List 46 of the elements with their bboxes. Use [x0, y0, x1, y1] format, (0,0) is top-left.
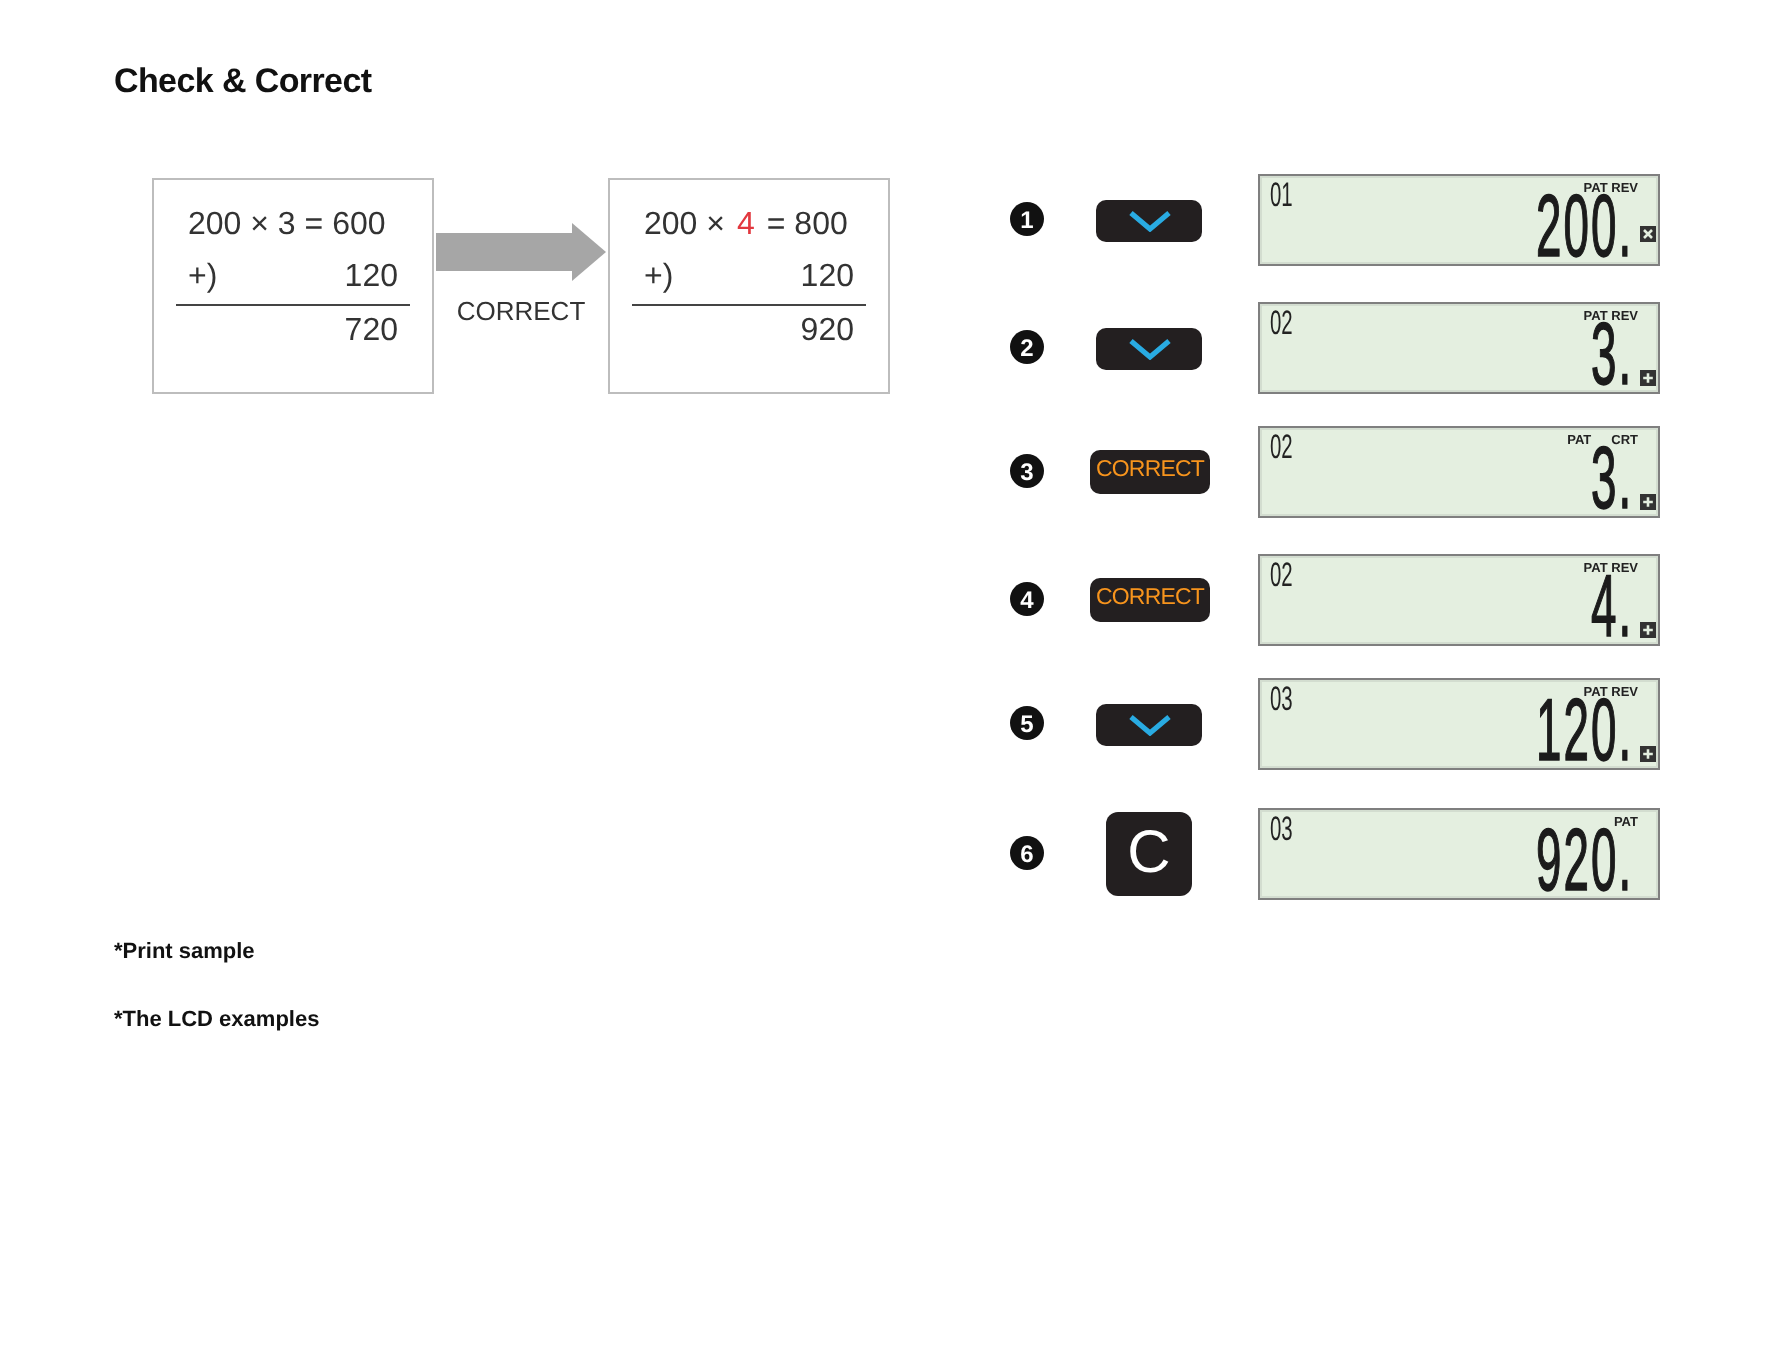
lcd-display: [1258, 426, 1660, 518]
lcd-display: [1258, 808, 1660, 900]
footnote: *The LCD examples: [114, 1006, 320, 1034]
lcd-counter: 02: [1270, 312, 1293, 338]
lcd-value: 920.: [1536, 828, 1634, 894]
calculation-text: 4: [736, 206, 755, 246]
lcd-value: 3.: [1591, 322, 1634, 388]
calculation-text: 720: [344, 312, 398, 352]
lcd-display: [1258, 302, 1660, 394]
calculation-text: 920: [800, 312, 854, 352]
step-number: 3: [1010, 454, 1044, 488]
calculation-text: 120: [800, 258, 854, 298]
calculation-box: [608, 178, 890, 394]
lcd-value: 120.: [1536, 698, 1634, 764]
lcd-display: [1258, 554, 1660, 646]
lcd-counter: 01: [1270, 184, 1293, 210]
step-number: 2: [1010, 330, 1044, 364]
calculator-key: [1096, 703, 1202, 745]
footnote: *Print sample: [114, 938, 255, 966]
block-arrow: [436, 223, 606, 281]
lcd-counter: 03: [1270, 688, 1293, 714]
lcd-counter: 03: [1270, 818, 1293, 844]
lcd-display: [1258, 174, 1660, 266]
step-number: 1: [1010, 202, 1044, 236]
lcd-counter: 02: [1270, 564, 1293, 590]
step-number: 4: [1010, 582, 1044, 616]
lcd-value: 4.: [1591, 574, 1634, 640]
lcd-counter: 02: [1270, 436, 1293, 462]
lcd-value: 200.: [1536, 194, 1634, 260]
step-number: 5: [1010, 706, 1044, 740]
calculation-text: 120: [344, 258, 398, 298]
calculation-text: 200 × 3 = 600: [188, 206, 386, 246]
lcd-value: 3.: [1591, 446, 1634, 512]
calculator-key: [1096, 327, 1202, 369]
calculation-text: +): [188, 258, 218, 298]
step-number: 6: [1010, 836, 1044, 870]
lcd-display: [1258, 678, 1660, 770]
calculation-box: [152, 178, 434, 394]
title: Check & Correct: [114, 62, 372, 102]
calculator-key: [1096, 199, 1202, 241]
calculation-text: 200 ×: [644, 206, 725, 246]
calculator-key: CORRECT: [1090, 578, 1210, 622]
calculation-text: = 800: [766, 206, 848, 246]
calculator-key: CORRECT: [1090, 450, 1210, 494]
calculator-key: C: [1106, 812, 1192, 896]
calculation-text: +): [644, 258, 674, 298]
